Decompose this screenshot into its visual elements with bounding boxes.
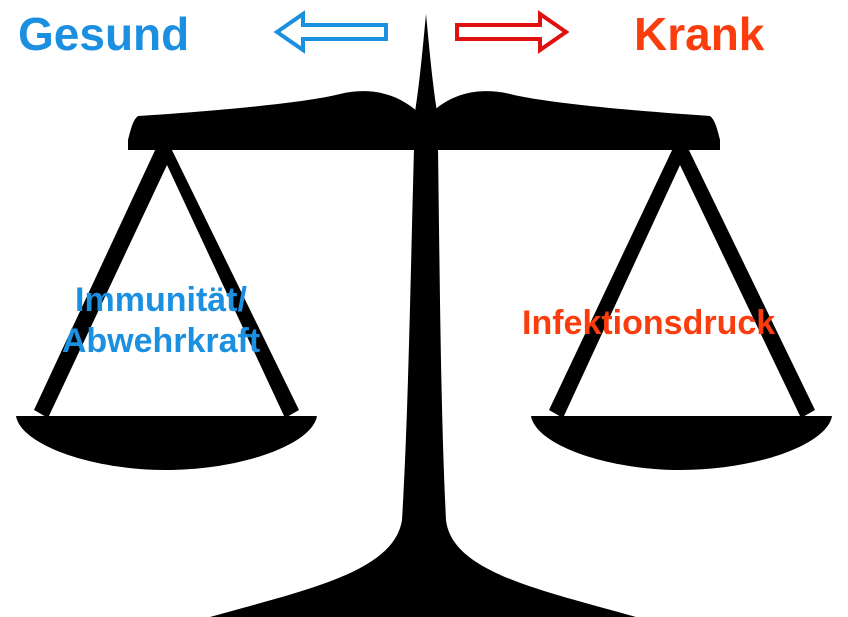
immunity-label: Immunität/ [75,281,247,319]
scale-spike [415,14,437,112]
scale-column [210,148,636,617]
defense-label: Abwehrkraft [61,321,261,360]
sick-label: Krank [634,8,765,60]
scale-body [16,14,832,617]
healthy-label: Gesund [18,8,190,60]
right-hanger [549,146,815,418]
arrow-left-icon [273,10,388,54]
arrow-right-icon [455,10,570,54]
infection-pressure-label: Infektionsdruck [522,304,776,342]
left-pan-label: Immunität/ Abwehrkraft [20,280,302,362]
left-hanger [34,146,299,418]
left-pan [16,416,317,470]
right-pan [531,416,832,470]
scale-beam [128,91,720,150]
